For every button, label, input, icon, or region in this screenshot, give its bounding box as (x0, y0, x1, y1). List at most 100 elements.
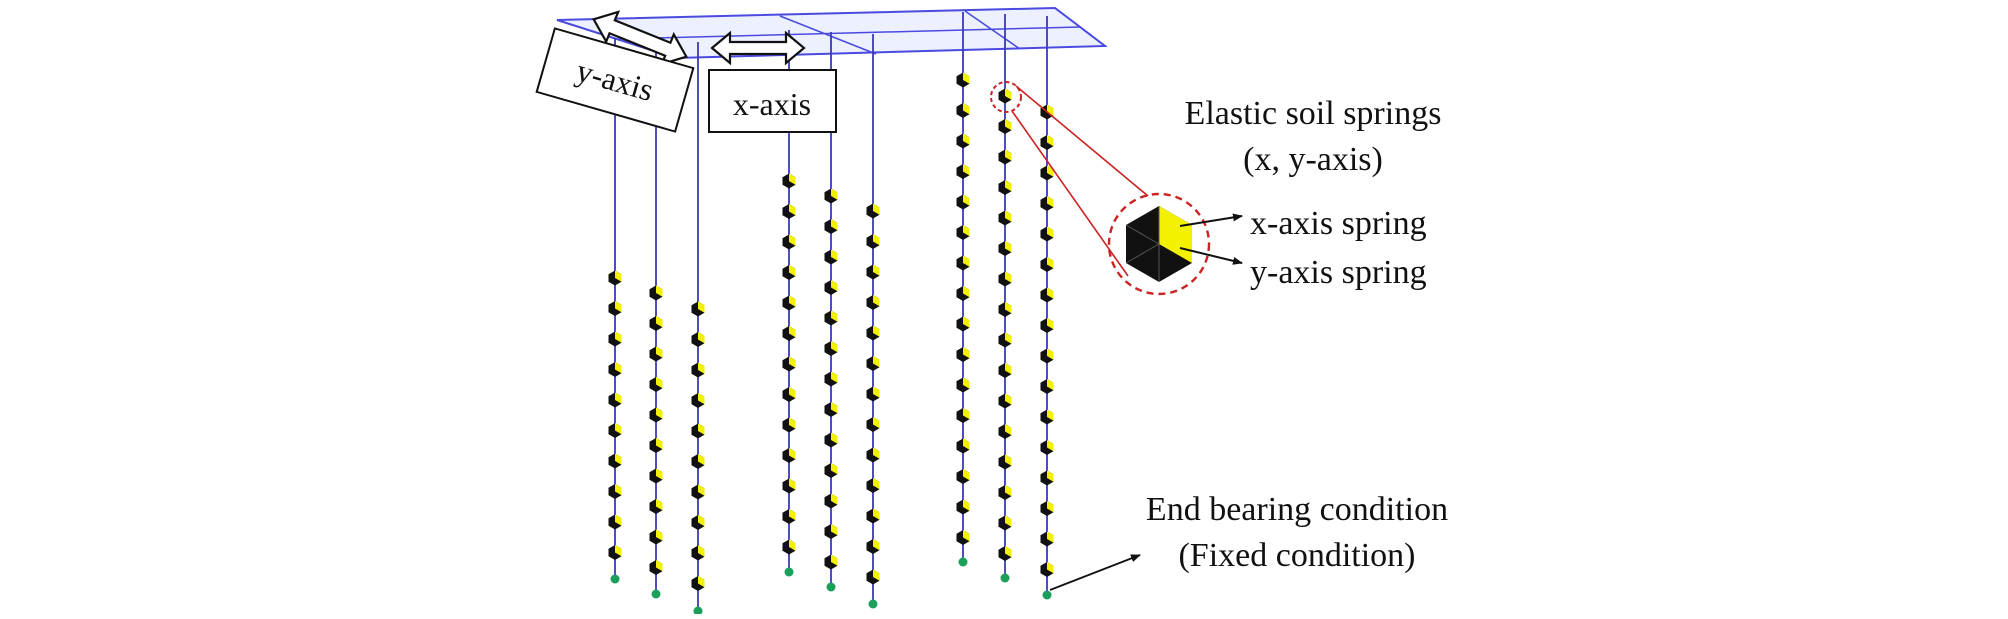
spring-node (956, 103, 970, 118)
spring-node (1040, 348, 1054, 364)
spring-node (1040, 440, 1054, 455)
spring-node (1040, 379, 1054, 394)
fixed-base-node (610, 574, 620, 584)
spring-node-detail (1125, 206, 1192, 282)
spring-node (866, 447, 880, 463)
x-axis-arrow (710, 30, 806, 66)
spring-node (1040, 165, 1054, 181)
spring-node (691, 484, 705, 500)
spring-node (691, 362, 705, 378)
spring-node (998, 302, 1012, 317)
spring-node (1040, 409, 1054, 425)
spring-node (782, 539, 796, 555)
spring-node (608, 362, 622, 377)
spring-node (691, 393, 705, 408)
spring-node (1040, 196, 1054, 211)
springs-title-line1: Elastic soil springs (1185, 95, 1442, 132)
spring-node (998, 210, 1012, 226)
spring-node (782, 387, 796, 402)
spring-node (824, 554, 838, 570)
spring-node (998, 363, 1012, 378)
spring-node (1040, 287, 1054, 303)
spring-node (998, 485, 1012, 500)
spring-node (998, 546, 1012, 561)
spring-node (782, 234, 796, 250)
spring-node (1040, 501, 1054, 516)
spring-node (824, 371, 838, 387)
end-bearing-line1: End bearing condition (1146, 491, 1448, 528)
spring-node (998, 393, 1012, 409)
fixed-base-node (868, 599, 878, 609)
spring-node (782, 478, 796, 494)
fixed-base-node (693, 606, 703, 616)
spring-node (998, 241, 1012, 256)
spring-node (956, 530, 970, 545)
fixed-base-node (1000, 573, 1010, 583)
spring-node (691, 301, 705, 317)
spring-node (956, 469, 970, 484)
spring-node (691, 423, 705, 439)
spring-node (866, 569, 880, 585)
spring-node (824, 310, 838, 326)
spring-node (649, 468, 663, 484)
spring-node (998, 515, 1012, 531)
x-axis-label: x-axis (733, 86, 811, 122)
spring-node (866, 478, 880, 493)
spring-node (866, 234, 880, 249)
springs-title-line2: (x, y-axis) (1243, 141, 1383, 178)
spring-node (608, 514, 622, 530)
spring-node (608, 392, 622, 408)
spring-node (866, 264, 880, 280)
spring-node (649, 377, 663, 392)
spring-node (824, 341, 838, 356)
spring-node (649, 407, 663, 423)
spring-node (691, 454, 705, 469)
spring-node (956, 194, 970, 210)
spring-node (649, 346, 663, 362)
fixed-base-node (784, 567, 794, 577)
fixed-base-node (1042, 590, 1052, 600)
spring-node (782, 509, 796, 524)
spring-node (956, 499, 970, 515)
spring-node (1040, 135, 1054, 150)
spring-node (866, 508, 880, 524)
spring-node (998, 454, 1012, 470)
spring-node (956, 377, 970, 393)
spring-node (866, 386, 880, 402)
piles-group (608, 12, 1054, 616)
spring-node (824, 280, 838, 295)
spring-node (866, 356, 880, 371)
y-axis-label-box: y-axis (535, 27, 695, 133)
spring-node (956, 316, 970, 332)
y-axis-arrow (592, 10, 688, 66)
spring-node (956, 133, 970, 149)
spring-node (649, 499, 663, 514)
spring-node (956, 72, 970, 88)
spring-node (1040, 531, 1054, 547)
spring-node (608, 545, 622, 560)
spring-node (691, 576, 705, 591)
spring-node (956, 347, 970, 362)
fixed-base-node (958, 557, 968, 567)
spring-node (782, 204, 796, 219)
spring-node (824, 493, 838, 509)
spring-node (998, 332, 1012, 348)
spring-node (824, 463, 838, 478)
spring-node (956, 225, 970, 240)
spring-node (608, 453, 622, 469)
spring-node (691, 515, 705, 530)
x-axis-label-box: x-axis (708, 69, 837, 133)
spring-node (782, 356, 796, 372)
spring-node (824, 432, 838, 448)
fixed-base-node (651, 589, 661, 599)
spring-node (608, 270, 622, 286)
spring-node (998, 149, 1012, 165)
spring-node (782, 295, 796, 311)
spring-node (866, 203, 880, 219)
spring-node (649, 316, 663, 331)
x-spring-label: x-axis spring (1250, 205, 1427, 242)
spring-node (649, 438, 663, 453)
spring-node (998, 271, 1012, 287)
spring-node (824, 188, 838, 204)
